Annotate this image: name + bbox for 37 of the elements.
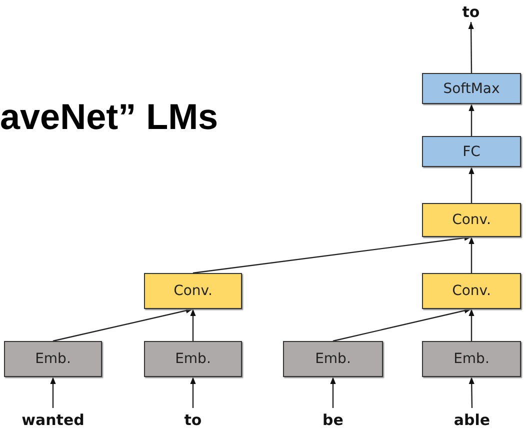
embedding-box <box>422 341 521 377</box>
arrow <box>52 308 194 342</box>
layer-label: Conv. <box>452 283 491 299</box>
layer-label: Emb. <box>175 351 211 367</box>
layer-label: Emb. <box>454 351 490 367</box>
layer-label: SoftMax <box>443 80 500 96</box>
word-label: be <box>322 411 344 429</box>
word-label: to <box>462 3 480 21</box>
embedding-box <box>283 341 383 377</box>
layer-label: Emb. <box>35 351 71 367</box>
arrow <box>468 309 474 341</box>
arrow <box>468 376 474 408</box>
arrow <box>468 237 474 273</box>
arrow <box>190 377 196 408</box>
arrow <box>50 377 56 408</box>
arrow <box>192 235 472 274</box>
arrow <box>190 309 196 341</box>
layer-box <box>422 136 521 167</box>
word-label: wanted <box>22 411 84 429</box>
conv-box <box>422 273 521 309</box>
conv-box <box>422 203 521 237</box>
layer-label: Conv. <box>174 283 212 299</box>
arrow <box>330 377 336 408</box>
embedding-box <box>4 341 102 377</box>
layer-box <box>422 73 521 104</box>
layer-label: Conv. <box>452 212 491 228</box>
arrow <box>468 104 474 136</box>
title: aveNet” LMs <box>0 96 218 138</box>
arrow <box>468 22 474 73</box>
word-label: to <box>184 411 202 429</box>
embedding-box <box>144 341 242 377</box>
arrow <box>332 308 472 342</box>
layer-label: Emb. <box>315 351 351 367</box>
conv-box <box>144 273 242 309</box>
arrow <box>468 167 474 203</box>
word-label: able <box>454 411 490 429</box>
layer-label: FC <box>462 144 480 160</box>
